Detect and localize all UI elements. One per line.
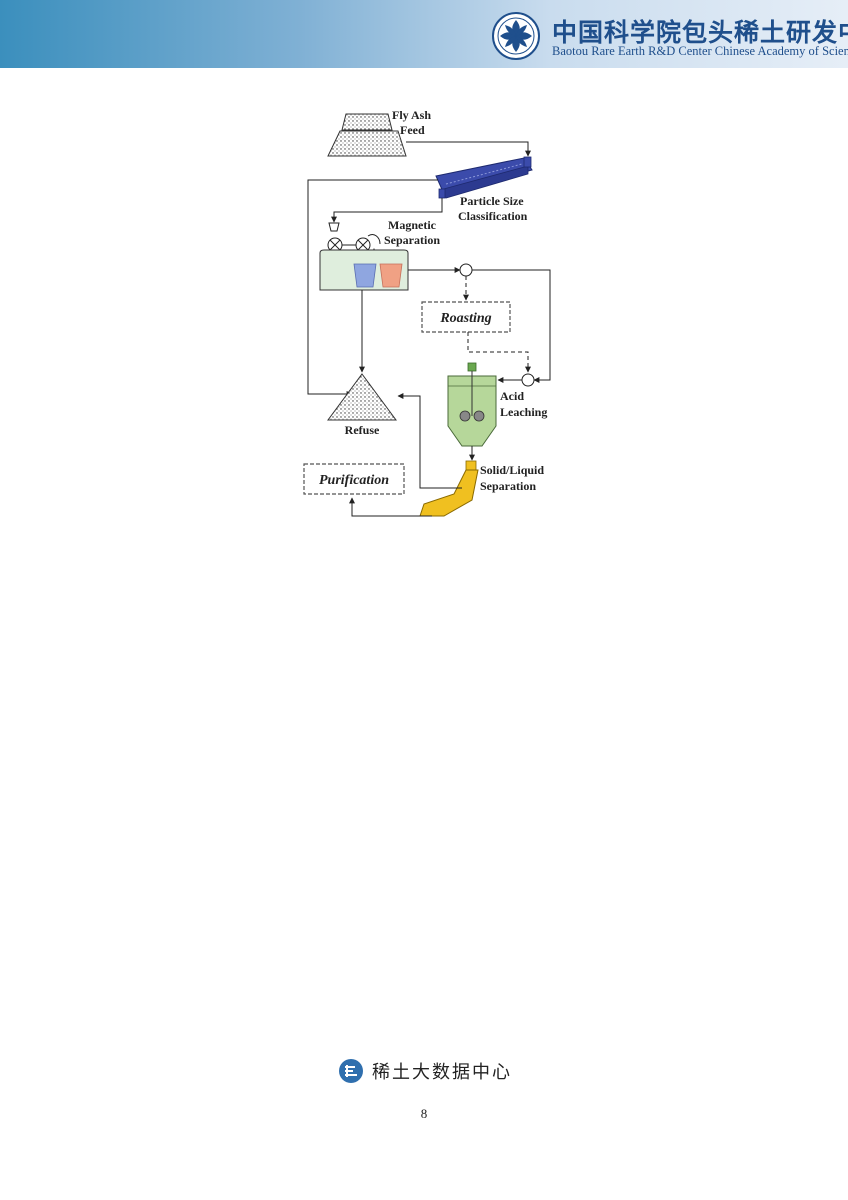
fly-ash-label-line2: Feed [400,123,425,137]
particle-size-classifier [435,156,533,199]
classification-label-line2: Classification [458,209,528,223]
acid-label-line1: Acid [500,389,524,403]
feed-arrow [406,141,531,157]
purification-label: Purification [319,473,389,488]
fines-to-magnetic-arrow [331,198,443,223]
refuse-pile [327,373,397,421]
header-banner: 中国科学院包头稀土研发中心 Baotou Rare Earth R&D Cent… [0,0,848,68]
fly-ash-label-line1: Fly Ash [392,108,431,122]
acid-label-line2: Leaching [500,405,547,419]
leach-feed-junction [497,373,535,387]
magnetic-separator [319,222,409,291]
process-flow-diagram: Fly Ash Feed Particle Size Classificatio… [303,108,551,517]
solid-liquid-label-line1: Solid/Liquid [480,463,544,477]
coarse-to-refuse-line [307,179,438,397]
page-number: 8 [420,1106,428,1121]
purification-box [303,463,405,495]
magnetic-label-line1: Magnetic [388,218,437,232]
acid-leaching-tank [447,362,497,461]
footer-brand: 稀土大数据中心 [372,1062,512,1083]
residue-to-refuse-line [397,393,462,489]
roasting-label: Roasting [439,311,491,326]
big-data-center-logo-icon [339,1059,363,1083]
refuse-label: Refuse [345,423,380,437]
solid-liquid-label-line2: Separation [480,479,536,493]
magnetic-label-line2: Separation [384,233,440,247]
cas-logo-icon [492,12,540,60]
roasting-optional-path [421,276,531,373]
liquor-to-purification-line [349,497,432,517]
classification-label-line1: Particle Size [460,194,524,208]
org-name-cn: 中国科学院包头稀土研发中心 [552,18,848,47]
fly-ash-feed-pile [327,113,407,157]
org-name-en: Baotou Rare Earth R&D Center Chinese Aca… [552,44,848,58]
